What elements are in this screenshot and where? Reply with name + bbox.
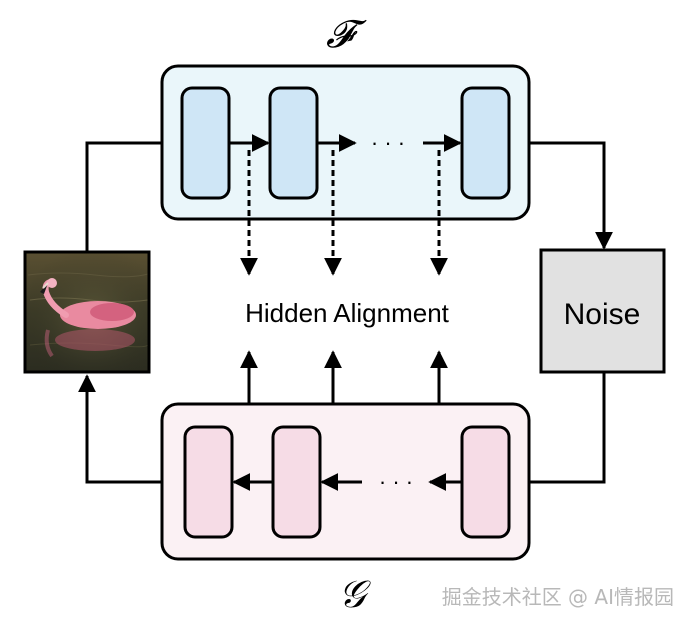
- top-to-noise-connector: [529, 141, 613, 250]
- top-module-label: 𝓕: [326, 12, 367, 56]
- top-ellipsis: · · ·: [371, 130, 405, 155]
- top-block-1: [180, 86, 231, 200]
- hidden-alignment-text: Hidden Alignment: [245, 298, 450, 328]
- bottom-block-4: [460, 425, 511, 539]
- bottom-to-image-connector: [78, 374, 162, 484]
- noise-to-bottom-connector: [529, 372, 606, 484]
- bottom-ellipsis: · · ·: [379, 469, 413, 494]
- noise-box: [539, 248, 666, 374]
- bottom-module-label: 𝒢: [338, 572, 371, 616]
- bottom-block-1: [183, 425, 234, 539]
- bottom-block-2: [271, 425, 322, 539]
- image-to-top-connector: [85, 141, 162, 252]
- noise-label: Noise: [564, 298, 641, 331]
- top-block-2: [268, 86, 319, 200]
- flamingo-image: [23, 250, 151, 374]
- top-block-4: [460, 86, 511, 200]
- watermark-text: 掘金技术社区 @ AI情报园: [442, 585, 674, 609]
